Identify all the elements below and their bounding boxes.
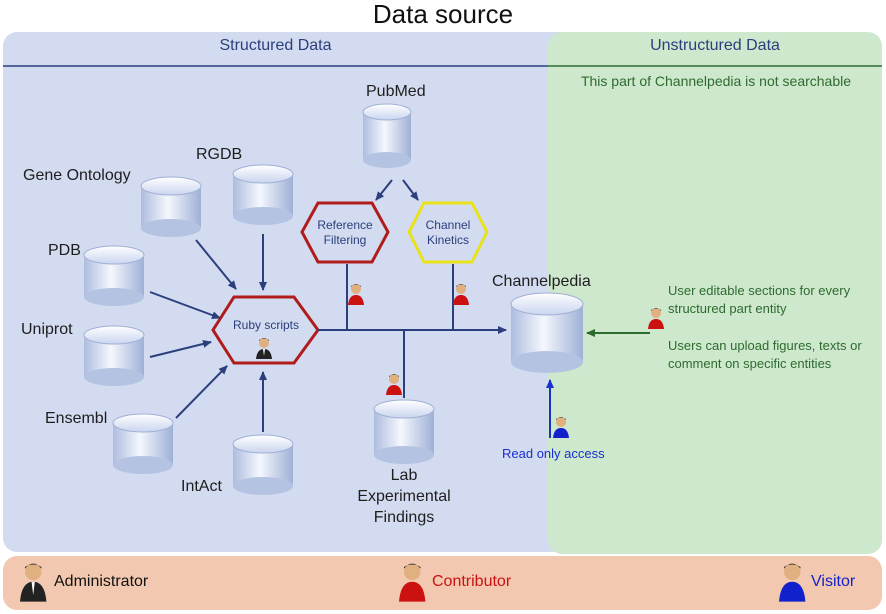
- intact-label: IntAct: [181, 478, 222, 495]
- channelpedia-database-icon: [510, 292, 584, 373]
- user-editable-line2: structured part entity: [668, 301, 787, 316]
- reference-filtering-hexagon: [300, 201, 390, 264]
- ensembl-database-icon: [112, 413, 174, 474]
- pubmed-database-icon: [362, 103, 412, 168]
- rgdb-label: RGDB: [196, 146, 243, 163]
- lab-findings-database-icon: [373, 399, 435, 464]
- gene-ontology-database-icon: [140, 176, 202, 237]
- legend-administrator-icon: [20, 563, 47, 602]
- legend-visitor-label: Visitor: [811, 573, 856, 590]
- unsearchable-note: This part of Channelpedia is not searcha…: [580, 73, 852, 89]
- legend-contributor-icon: [399, 563, 426, 602]
- user-upload-line2: comment on specific entities: [668, 356, 832, 371]
- rgdb-database-icon: [232, 164, 294, 225]
- structured-data-heading: Structured Data: [219, 37, 332, 54]
- ensembl-label: Ensembl: [45, 410, 108, 427]
- gene-ontology-label: Gene Ontology: [23, 167, 131, 184]
- unstructured-data-heading: Unstructured Data: [650, 37, 780, 54]
- reference-filtering-label: Reference Filtering: [302, 218, 388, 248]
- channel-kinetics-hexagon: [407, 201, 489, 264]
- contributor-icon-editable: [648, 308, 664, 329]
- user-editable-line1: User editable sections for every: [668, 283, 851, 298]
- lab-line1: Lab: [390, 467, 418, 484]
- lab-line3: Findings: [373, 509, 435, 526]
- channelpedia-label: Channelpedia: [492, 273, 591, 290]
- intact-database-icon: [232, 434, 294, 495]
- contributor-icon-lab: [386, 374, 402, 395]
- unstructured-data-panel: [548, 32, 882, 554]
- legend-administrator-label: Administrator: [54, 573, 149, 590]
- reference-filtering-line2: Filtering: [323, 233, 367, 247]
- read-only-access-label: Read only access: [502, 446, 605, 461]
- reference-filtering-line1: Reference: [317, 218, 373, 232]
- pdb-database-icon: [83, 245, 145, 306]
- user-upload-line1: Users can upload figures, texts or: [668, 338, 862, 353]
- channel-kinetics-line1: Channel: [425, 218, 471, 232]
- ruby-scripts-label: Ruby scripts: [232, 318, 300, 332]
- contributor-icon-reference: [348, 284, 364, 305]
- legend-bar: [3, 556, 882, 610]
- user-editable-text: User editable sections for every structu…: [668, 282, 850, 318]
- channel-kinetics-label: Channel Kinetics: [409, 218, 487, 248]
- pubmed-label: PubMed: [366, 83, 426, 100]
- uniprot-database-icon: [83, 325, 145, 386]
- contributor-icon-kinetics: [453, 284, 469, 305]
- administrator-icon: [256, 338, 272, 359]
- ruby-scripts-hexagon: [211, 295, 320, 365]
- lab-findings-label: Lab Experimental Findings: [354, 465, 454, 528]
- uniprot-label: Uniprot: [21, 321, 73, 338]
- visitor-icon-read-only: [553, 417, 569, 438]
- page-title: Data source: [372, 0, 514, 29]
- user-upload-text: Users can upload figures, texts or comme…: [668, 337, 862, 373]
- pdb-label: PDB: [48, 242, 81, 259]
- legend-contributor-label: Contributor: [432, 573, 512, 590]
- legend-visitor-icon: [779, 563, 806, 602]
- lab-line2: Experimental: [357, 488, 451, 505]
- channel-kinetics-line2: Kinetics: [426, 233, 470, 247]
